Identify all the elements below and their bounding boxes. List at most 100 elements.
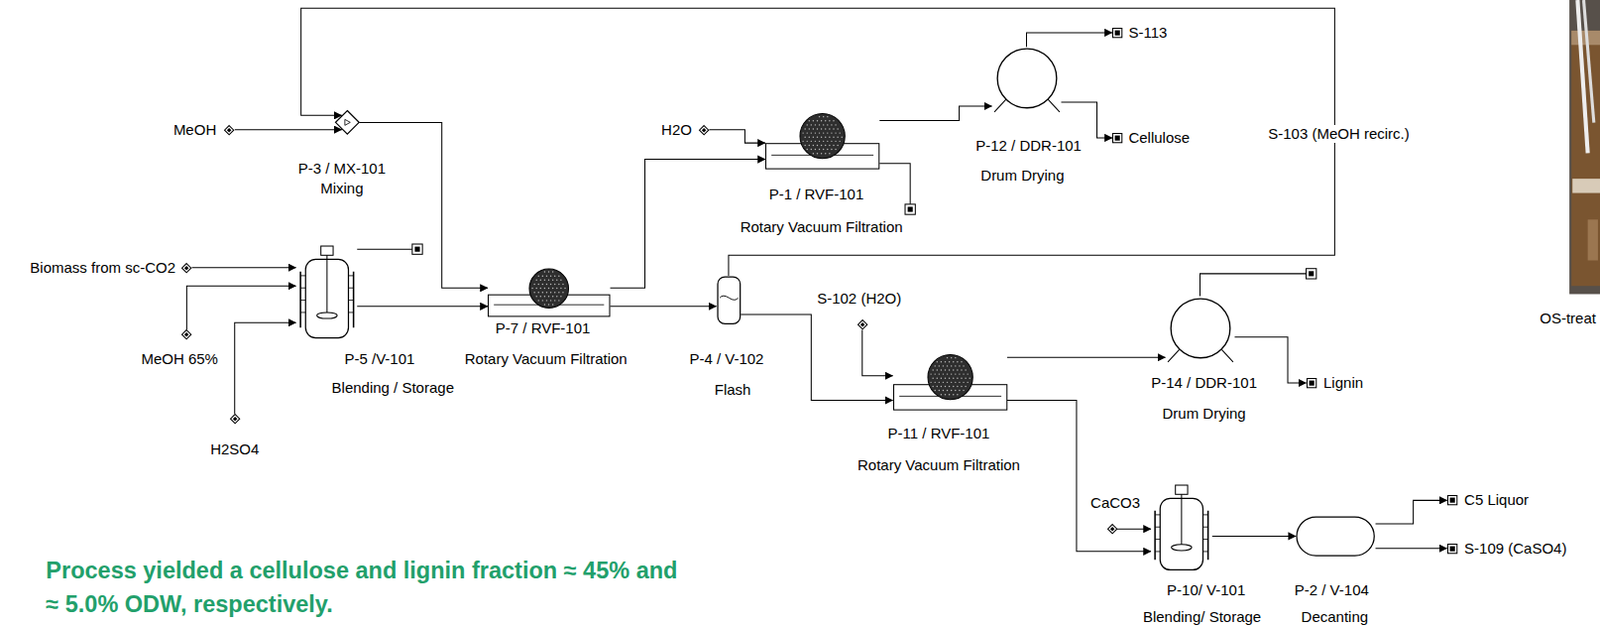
drum-dot	[945, 364, 947, 366]
input-stream: H2O	[698, 124, 709, 135]
equipment-tag: P-5 /V-101	[343, 349, 415, 368]
filter-drum	[529, 268, 570, 309]
drum-dot	[943, 360, 945, 362]
drum-dot	[954, 356, 956, 358]
drum-dot	[935, 368, 937, 370]
drum-dot	[836, 128, 838, 130]
drum-dot	[816, 128, 818, 130]
input-symbol-core	[1110, 526, 1116, 532]
stream-line	[186, 285, 296, 330]
drum-dot	[824, 128, 826, 130]
drum-dot	[542, 274, 544, 276]
mixer-mark	[343, 119, 349, 126]
drum-dot	[832, 144, 834, 146]
dryer-drum	[1170, 298, 1231, 358]
stream-name: MeOH	[173, 120, 217, 139]
drum-dot	[956, 360, 958, 362]
drum-dot	[558, 299, 560, 301]
drum-dot	[805, 123, 807, 125]
output-square	[412, 243, 423, 254]
drum-dot	[826, 132, 828, 134]
drum-dot	[558, 282, 560, 284]
drum-dot	[950, 389, 952, 391]
input-symbol	[225, 124, 234, 134]
rotary-vacuum-filter-icon	[487, 267, 611, 317]
drum-dot	[820, 119, 822, 121]
drum-dot	[820, 144, 822, 146]
drum-texture	[531, 270, 566, 305]
drum-dot	[826, 140, 828, 142]
stream-line	[1007, 400, 1151, 552]
drum-dot	[954, 389, 956, 391]
drum-dot	[801, 140, 803, 142]
stream-line	[234, 322, 297, 414]
drum-dot	[814, 148, 816, 150]
drum-dot	[964, 368, 966, 370]
drum-dot	[952, 360, 954, 362]
drum-dot	[958, 364, 960, 366]
rotary-vacuum-filter-icon	[893, 352, 1008, 411]
input-symbol-core	[227, 126, 232, 132]
drum-dot	[958, 381, 960, 383]
drum-dot	[803, 136, 805, 138]
drum-dot	[948, 360, 950, 362]
flash-drum: P-4 / V-102Flash	[716, 275, 742, 325]
drum-dot	[950, 373, 952, 375]
drum-dot	[820, 136, 822, 138]
drum-dot	[801, 132, 803, 134]
drum-dot	[966, 373, 968, 375]
drum-dot	[941, 364, 943, 366]
equipment-tag: P-3 / MX-101	[298, 159, 386, 178]
drum-dot	[838, 140, 840, 142]
drum-dryer-icon	[992, 46, 1062, 115]
drum-dot	[818, 132, 820, 134]
drum-dryer: P-12 / DDR-101Drum Drying	[992, 46, 1062, 115]
drum-dot	[826, 123, 828, 125]
stream-name: CaCO3	[1090, 493, 1141, 512]
drum-dot	[544, 303, 546, 305]
input-stream-icon	[181, 262, 192, 273]
drum-dot	[945, 381, 947, 383]
drum-dot	[808, 119, 810, 121]
drum-dot	[552, 278, 554, 280]
drum-dot	[546, 299, 548, 301]
output-square-core	[1115, 134, 1121, 140]
photo	[1569, 0, 1600, 294]
drum-dot	[939, 377, 941, 379]
drum-dot	[562, 291, 564, 293]
drum-dot	[826, 115, 828, 117]
drum-dot	[818, 115, 820, 117]
drum-dot	[834, 123, 836, 125]
input-stream: S-102 (H2O)	[857, 319, 868, 330]
blending-vessel-icon	[296, 244, 358, 343]
outlet-line	[879, 163, 911, 205]
stream-line	[1007, 356, 1166, 358]
drum-dot	[941, 381, 943, 383]
drum-dot	[560, 278, 562, 280]
output-square	[1306, 268, 1317, 279]
output-stream-icon	[1112, 132, 1123, 143]
drum-dot	[943, 393, 945, 395]
drum-dot	[824, 119, 826, 121]
drum-dot	[830, 148, 832, 150]
input-symbol-core	[860, 322, 866, 328]
stream-name: C5 Liquor	[1464, 490, 1529, 509]
drum-dot	[931, 377, 933, 379]
drum-dot	[818, 123, 820, 125]
mixer-diamond: P-3 / MX-101Mixing	[335, 110, 360, 135]
drum-dot	[542, 299, 544, 301]
drum-dot	[962, 373, 964, 375]
stream-name: Cellulose	[1128, 128, 1190, 147]
drum-dot	[952, 368, 954, 370]
drum-dot	[931, 368, 933, 370]
drum-dot	[548, 287, 550, 289]
drum-dot	[838, 132, 840, 134]
blending-vessel-icon	[1150, 483, 1213, 574]
drum-dot	[960, 368, 962, 370]
drum-dot	[935, 377, 937, 379]
drum-dot	[834, 132, 836, 134]
input-stream-icon	[698, 124, 709, 135]
operation-name: Flash	[714, 380, 752, 399]
decanter: P-2 / V-104Decanting	[1295, 515, 1375, 557]
stir-stick	[1584, 0, 1595, 123]
